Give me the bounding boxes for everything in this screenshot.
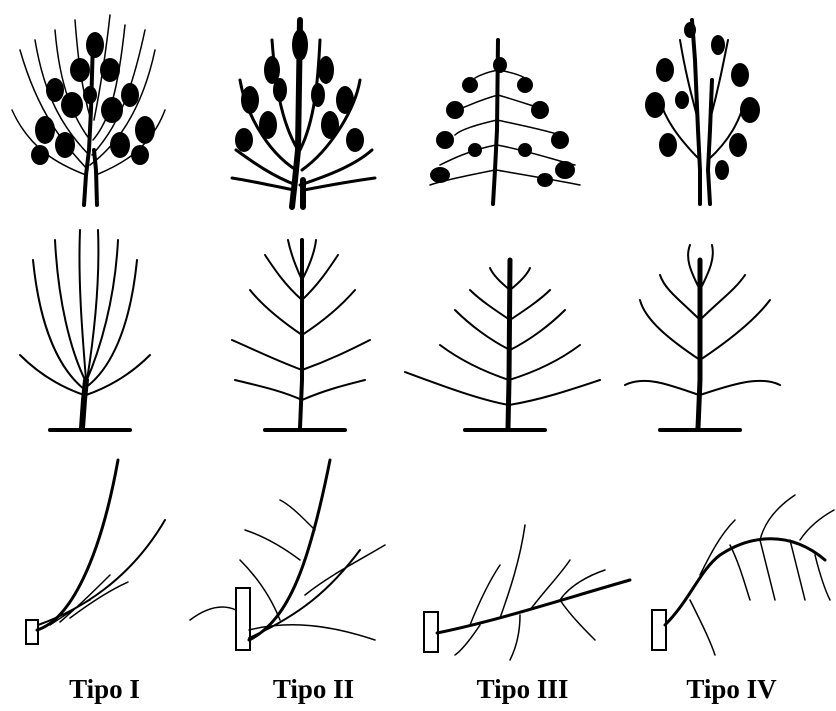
- type-3-label: Tipo III: [418, 676, 627, 703]
- type-2-label: Tipo II: [209, 676, 418, 703]
- leafy-tree-type-1: [12, 15, 165, 205]
- leafy-tree-type-2: [232, 20, 375, 207]
- branch-type-3: [424, 525, 630, 660]
- bare-tree-type-4: [625, 245, 780, 428]
- bare-tree-type-3: [405, 260, 600, 428]
- branch-type-2: [190, 460, 385, 650]
- branch-type-4: [652, 495, 834, 655]
- type-4-label: Tipo IV: [627, 676, 836, 703]
- bare-tree-type-2: [232, 240, 370, 428]
- leafy-tree-type-3: [430, 40, 580, 204]
- leafy-tree-type-4: [645, 20, 760, 204]
- branch-type-1: [26, 460, 165, 644]
- type-1-label: Tipo I: [0, 676, 209, 703]
- bare-tree-type-1: [20, 230, 150, 428]
